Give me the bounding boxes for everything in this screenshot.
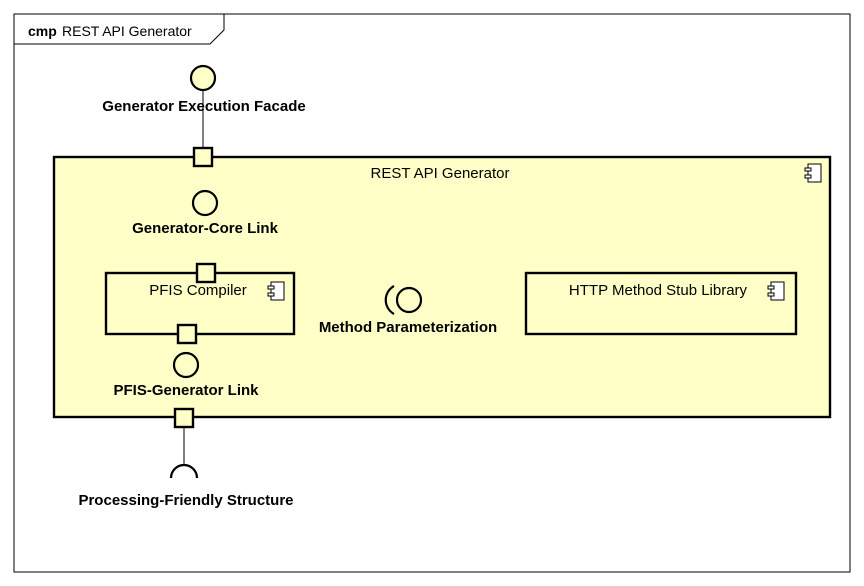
interface-method-param-icon[interactable] [395,286,423,314]
component-icon [767,281,785,301]
port-outer-bottom[interactable] [173,407,195,429]
component-pfis-compiler-label: PFIS Compiler [149,282,247,299]
interface-processing-structure-label: Processing-Friendly Structure [78,492,293,509]
interface-generator-facade-icon[interactable] [189,64,217,92]
port-outer-top[interactable] [192,146,214,168]
interface-method-param-label: Method Parameterization [319,319,497,336]
port-pfis-top[interactable] [195,262,217,284]
interface-core-link-icon[interactable] [191,189,219,217]
component-icon [804,163,822,183]
interface-pfis-link-icon[interactable] [172,351,200,379]
frame-title: REST API Generator [62,23,192,39]
interface-core-link-label: Generator-Core Link [132,220,279,237]
frame-tab [14,14,225,45]
socket-method-param-icon[interactable] [384,285,395,315]
component-http-method-stub-library[interactable] [524,271,798,336]
socket-processing-structure-icon[interactable] [169,463,199,479]
interface-generator-facade-label: Generator Execution Facade [102,98,305,115]
component-http-method-stub-library-label: HTTP Method Stub Library [569,282,748,299]
component-rest-api-generator-label: REST API Generator [371,165,510,182]
port-pfis-bottom[interactable] [176,323,198,345]
frame-keyword: cmp [28,23,57,39]
interface-pfis-link-label: PFIS-Generator Link [113,382,259,399]
component-icon [267,281,285,301]
